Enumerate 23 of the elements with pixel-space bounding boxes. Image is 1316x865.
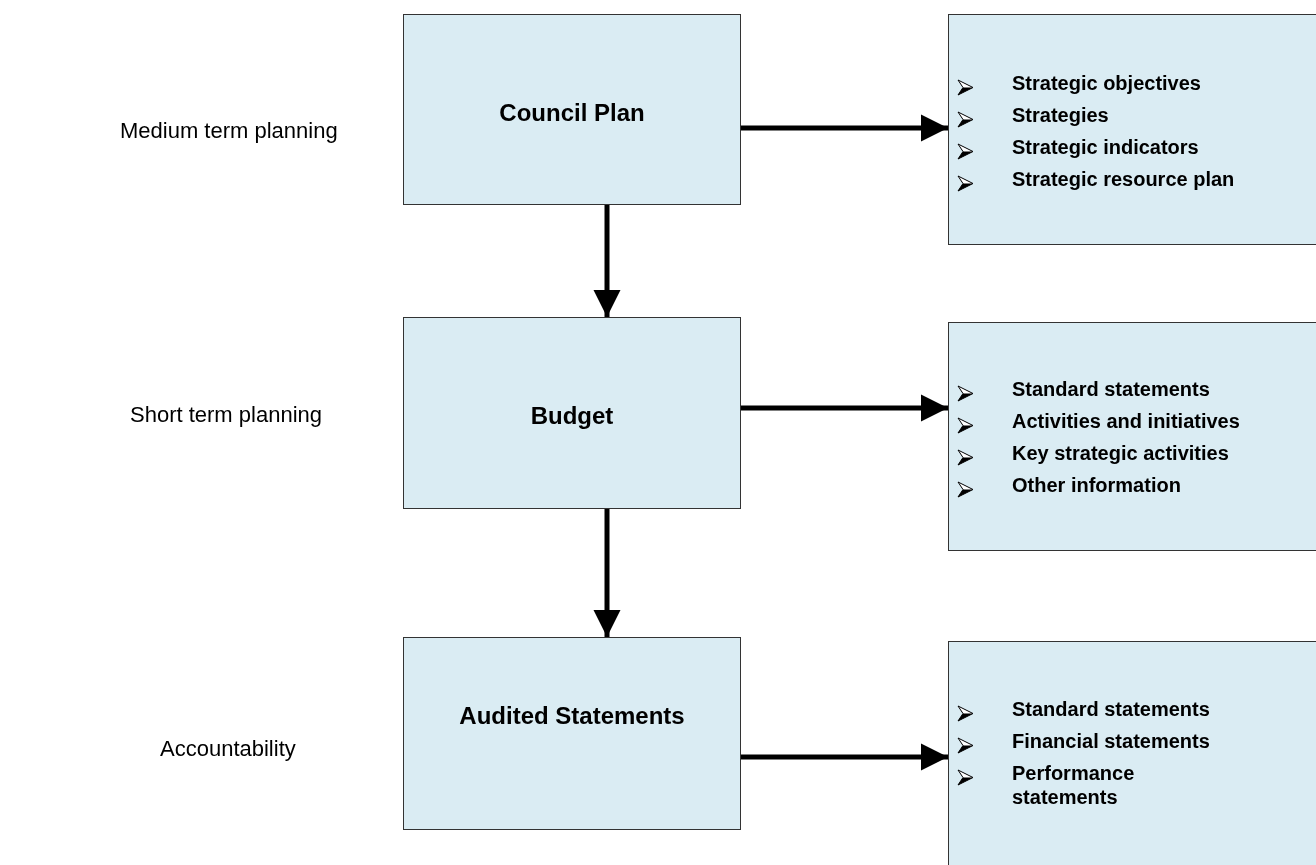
list-item-text: Other information — [1012, 473, 1181, 497]
list-box — [948, 322, 1316, 551]
list-item-text: Strategic objectives — [1012, 71, 1201, 95]
stage-label: Accountability — [160, 736, 296, 762]
list-box — [948, 14, 1316, 245]
list-box — [948, 641, 1316, 865]
list-item-text: Key strategic activities — [1012, 441, 1229, 465]
list-item-text: Strategic indicators — [1012, 135, 1199, 159]
list-item-text: Activities and initiatives — [1012, 409, 1240, 433]
list-item-text: Financial statements — [1012, 729, 1210, 753]
stage-label: Short term planning — [130, 402, 322, 428]
box-title: Council Plan — [499, 99, 645, 127]
list-item-text: Standard statements — [1012, 697, 1210, 721]
process-box — [403, 637, 741, 830]
box-title: Budget — [530, 402, 614, 430]
stage-label: Medium term planning — [120, 118, 338, 144]
process-box — [403, 317, 741, 509]
box-title: Audited Statements — [459, 702, 685, 730]
process-box — [403, 14, 741, 205]
list-item-text: Strategies — [1012, 103, 1109, 127]
list-item-text: Strategic resource plan — [1012, 167, 1235, 191]
list-item-text: Performance statements — [1012, 761, 1135, 809]
list-item-text: Standard statements — [1012, 377, 1210, 401]
